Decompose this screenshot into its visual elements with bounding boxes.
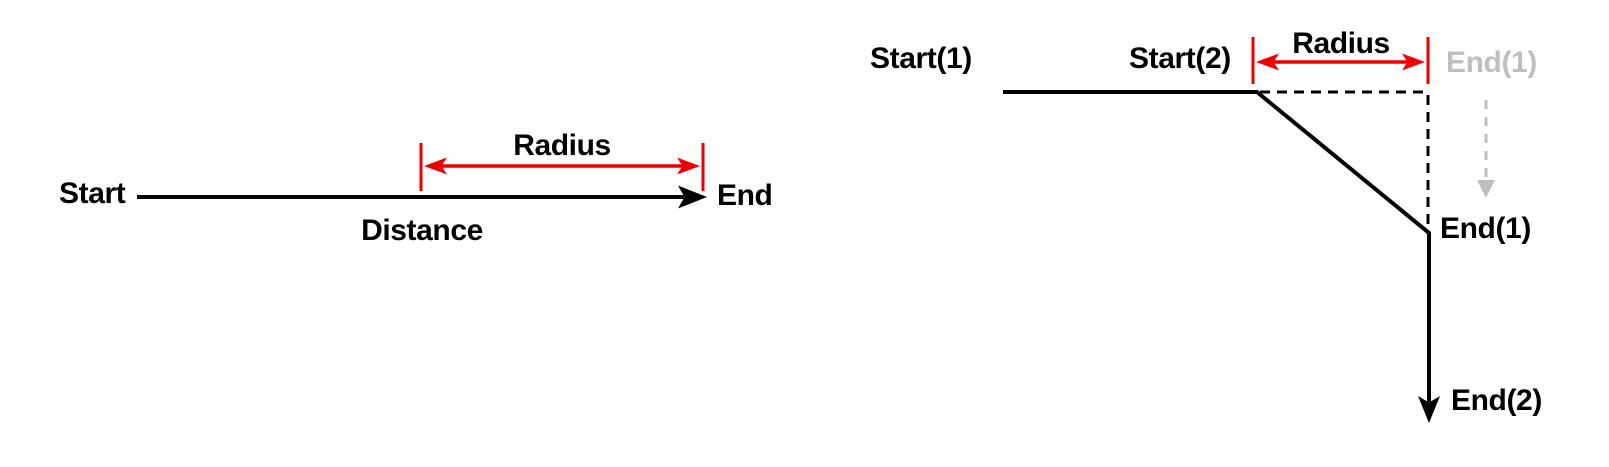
right-radius-label: Radius	[1292, 27, 1390, 60]
left-end-label: End	[717, 179, 773, 212]
radius-right-arrowhead-icon	[677, 157, 700, 175]
left-distance-label: Distance	[361, 214, 483, 247]
right-start2-label: Start(2)	[1129, 42, 1231, 75]
end2-arrowhead-icon	[1418, 396, 1440, 423]
radius-right-arrowhead-icon	[1402, 53, 1425, 71]
distance-arrowhead-icon	[678, 185, 707, 209]
bent-path-line	[1003, 90, 1431, 402]
radius-left-arrowhead-icon	[1256, 53, 1279, 71]
left-start-label: Start	[59, 177, 126, 210]
bent-path-diagram-lines	[1003, 37, 1495, 423]
right-end1-ghost-label: End(1)	[1446, 46, 1537, 79]
right-end1-label: End(1)	[1440, 212, 1531, 245]
left-radius-label: Radius	[513, 129, 611, 162]
right-start1-label: Start(1)	[870, 42, 972, 75]
radius-left-arrowhead-icon	[424, 157, 447, 175]
right-end2-label: End(2)	[1451, 384, 1542, 417]
straight-path-diagram-lines	[137, 143, 707, 209]
ghost-end1-arrowhead-icon	[1477, 180, 1495, 198]
